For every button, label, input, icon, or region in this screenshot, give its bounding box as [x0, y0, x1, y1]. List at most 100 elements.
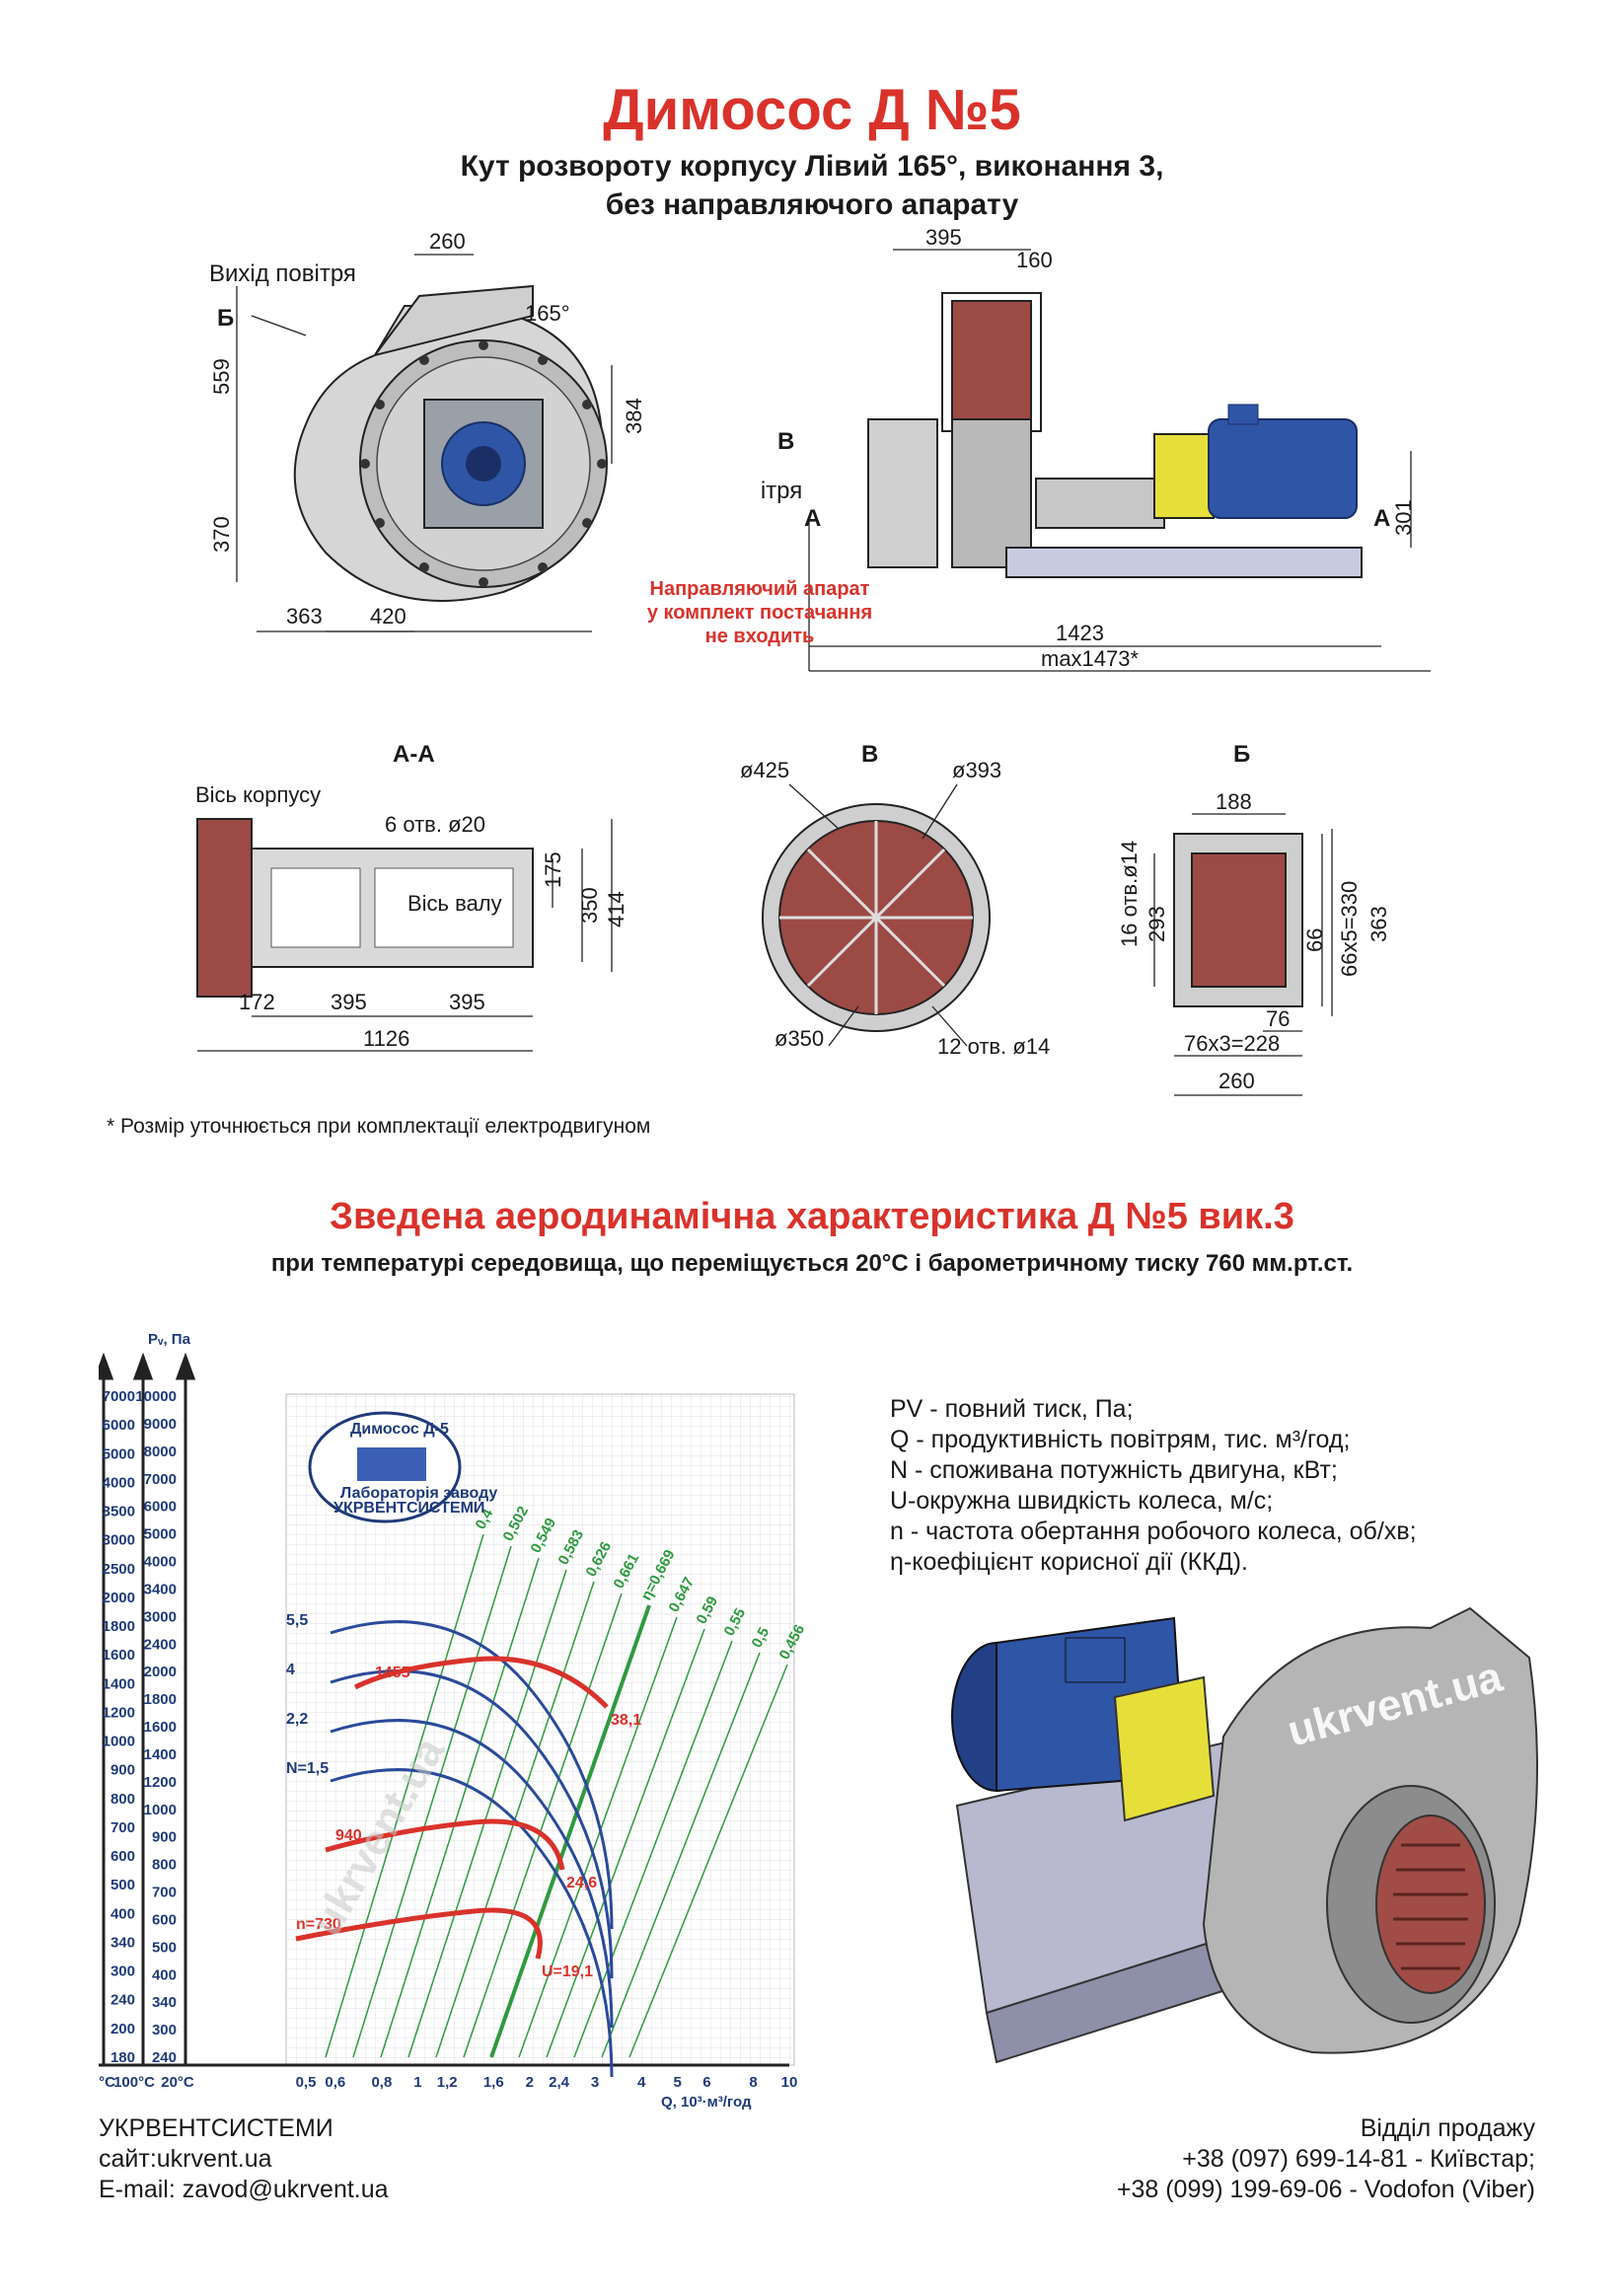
x-tick: 1,6 — [483, 2074, 504, 2091]
dim-d350: ø350 — [775, 1026, 824, 1051]
dim-66: 66 — [1302, 928, 1327, 952]
legend: PV - повний тиск, Па; Q - продуктивність… — [890, 1394, 1417, 1578]
y-tick-y20: 2000 — [144, 1664, 177, 1680]
front-view-drawing: 260 559 384 370 363 420 Вихід повітря Б … — [209, 229, 646, 632]
footnote: * Розмір уточнюється при комплектації ел… — [107, 1115, 651, 1138]
company-site: сайт:ukrvent.ua — [99, 2145, 272, 2173]
dim-188: 188 — [1216, 789, 1252, 814]
outlet-flange — [951, 300, 1032, 430]
dim-363: 363 — [286, 604, 323, 629]
y-tick-y20: 3400 — [144, 1581, 177, 1597]
y-tick-y20: 800 — [152, 1857, 177, 1874]
y-tick-y100: 6000 — [103, 1417, 135, 1434]
efficiency-line — [325, 1533, 484, 2058]
marker-b: Б — [217, 305, 234, 332]
x-tick: 2,4 — [549, 2074, 570, 2091]
speed-end-label: U=19,1 — [542, 1963, 593, 1980]
y-tick-y20: 240 — [152, 2049, 177, 2066]
dim-384: 384 — [622, 398, 646, 434]
y-tick-y20: 7000 — [144, 1471, 177, 1488]
page-subtitle-2: без направляючого апарату — [605, 188, 1019, 221]
chart-title: Зведена аеродинамічна характеристика Д №… — [330, 1196, 1294, 1237]
section-v-title: В — [861, 741, 878, 768]
efficiency-line — [601, 1652, 761, 2058]
holes-label-aa: 6 отв. ø20 — [385, 812, 485, 837]
y-tick-labels: 6000500040003500300025002000180016001400… — [103, 1388, 177, 2066]
y-tick-y20: 4000 — [144, 1554, 177, 1571]
sales-phone-2: +38 (099) 199-69-06 - Vodofon (Viber) — [1116, 2176, 1535, 2203]
legend-n: N - споживана потужність двигуна, кВт; — [890, 1456, 1338, 1484]
x-tick: 0,5 — [296, 2074, 317, 2091]
x-tick: 3 — [591, 2074, 599, 2091]
x-tick: 0,6 — [325, 2074, 345, 2091]
y-tick-y20: 1400 — [144, 1746, 177, 1763]
coupling-guard — [1153, 433, 1215, 519]
x-tick: 0,8 — [371, 2074, 392, 2091]
outlet-air-label: Вихід повітря — [209, 260, 356, 287]
y-tick-y100: 1400 — [103, 1675, 135, 1692]
y-tick-y100: 900 — [111, 1762, 135, 1779]
dim-301: 301 — [1391, 499, 1416, 536]
efficiency-line — [518, 1616, 678, 2058]
legend-u: U-окружна швидкість колеса, м/с; — [890, 1487, 1274, 1515]
section-aa-drawing: А-А 175 350 414 172 395 395 1126 Вісь ко… — [195, 741, 628, 1052]
dim-d425: ø425 — [740, 758, 789, 782]
y-tick-y100: 3500 — [103, 1504, 135, 1520]
sales-phone-1: +38 (097) 699-14-81 - Київстар; — [1182, 2145, 1535, 2173]
efficiency-line — [546, 1628, 705, 2058]
dim-420: 420 — [370, 604, 406, 629]
angle-label: 165° — [525, 301, 570, 326]
aero-chart: Pᵥ, Па Q, 10³·м³/год 6000500040003500300… — [99, 1331, 808, 2111]
x-tick: 10 — [781, 2074, 798, 2091]
dim-d393: ø393 — [952, 758, 1001, 782]
y-tick-y20: 600 — [152, 1911, 177, 1928]
y-tick-y20: 340 — [152, 1994, 177, 2011]
svg-text:Лабораторія заводу: Лабораторія заводу — [340, 1485, 497, 1502]
footer-left: УКРВЕНТСИСТЕМИ сайт:ukrvent.ua E-mail: z… — [99, 2113, 389, 2205]
dim-395-top: 395 — [925, 225, 962, 250]
power-label: 4 — [286, 1662, 295, 1678]
y-tick-y100: 400 — [111, 1905, 135, 1922]
speed-label: 1455 — [375, 1665, 410, 1681]
legend-pv: PV - повний тиск, Па; — [890, 1395, 1134, 1423]
dim-160: 160 — [1016, 248, 1053, 272]
dim-395-b: 395 — [449, 990, 485, 1014]
power-curve — [330, 1768, 614, 2078]
power-label: N=1,5 — [286, 1760, 329, 1777]
y-axis-title: Pᵥ, Па — [148, 1331, 191, 1348]
dim-363-b: 363 — [1366, 906, 1391, 942]
dim-260-b: 260 — [1218, 1069, 1255, 1093]
y-tick-y20: 1600 — [144, 1719, 177, 1736]
speed-end-label: 24,6 — [566, 1875, 597, 1891]
dim-260: 260 — [429, 229, 466, 254]
chart-subtitle: при температурі середовища, що переміщує… — [270, 1250, 1354, 1277]
company-name: УКРВЕНТСИСТЕМИ — [99, 2114, 333, 2142]
y-tick-y100: 500 — [111, 1877, 135, 1893]
temp-label: 100°С — [113, 2074, 155, 2091]
section-aa-title: А-А — [393, 741, 435, 768]
dim-76: 76 — [1266, 1006, 1290, 1031]
svg-text:УКРВЕНТСИСТЕМИ: УКРВЕНТСИСТЕМИ — [333, 1500, 484, 1517]
dim-370: 370 — [209, 516, 234, 553]
legend-eta: η-коефіцієнт корисної дії (ККД). — [890, 1548, 1248, 1576]
dim-414: 414 — [604, 891, 628, 927]
speed-curve — [295, 1907, 543, 1960]
y-tick-y100: 4000 — [103, 1474, 135, 1491]
dim-max1473: max1473* — [1041, 646, 1140, 671]
x-tick-labels: 200°С100°С20°С0,50,60,811,21,622,4345681… — [99, 2074, 797, 2091]
dim-175: 175 — [541, 852, 565, 888]
y-tick-y100: 340 — [111, 1934, 135, 1951]
marker-a-right: А — [1373, 505, 1390, 532]
y-tick-y20: 900 — [152, 1829, 177, 1846]
y-tick-y100: 800 — [111, 1791, 135, 1808]
speed-end-label: 38,1 — [611, 1712, 641, 1729]
y-tick-y100: 1600 — [103, 1647, 135, 1664]
lab-badge: Димосос Д-5 Лабораторія заводу УКРВЕНТСИ… — [308, 1411, 497, 1523]
y-tick-y20: 1800 — [144, 1691, 177, 1708]
y-tick-y100: 2000 — [103, 1590, 135, 1606]
y-tick-y100: 200 — [111, 2021, 135, 2037]
dim-293: 293 — [1144, 906, 1169, 942]
efficiency-line — [407, 1569, 567, 2058]
footer-right: Відділ продажу +38 (097) 699-14-81 - Киї… — [1117, 2113, 1535, 2205]
y-tick-y20: 1000 — [144, 1802, 177, 1818]
